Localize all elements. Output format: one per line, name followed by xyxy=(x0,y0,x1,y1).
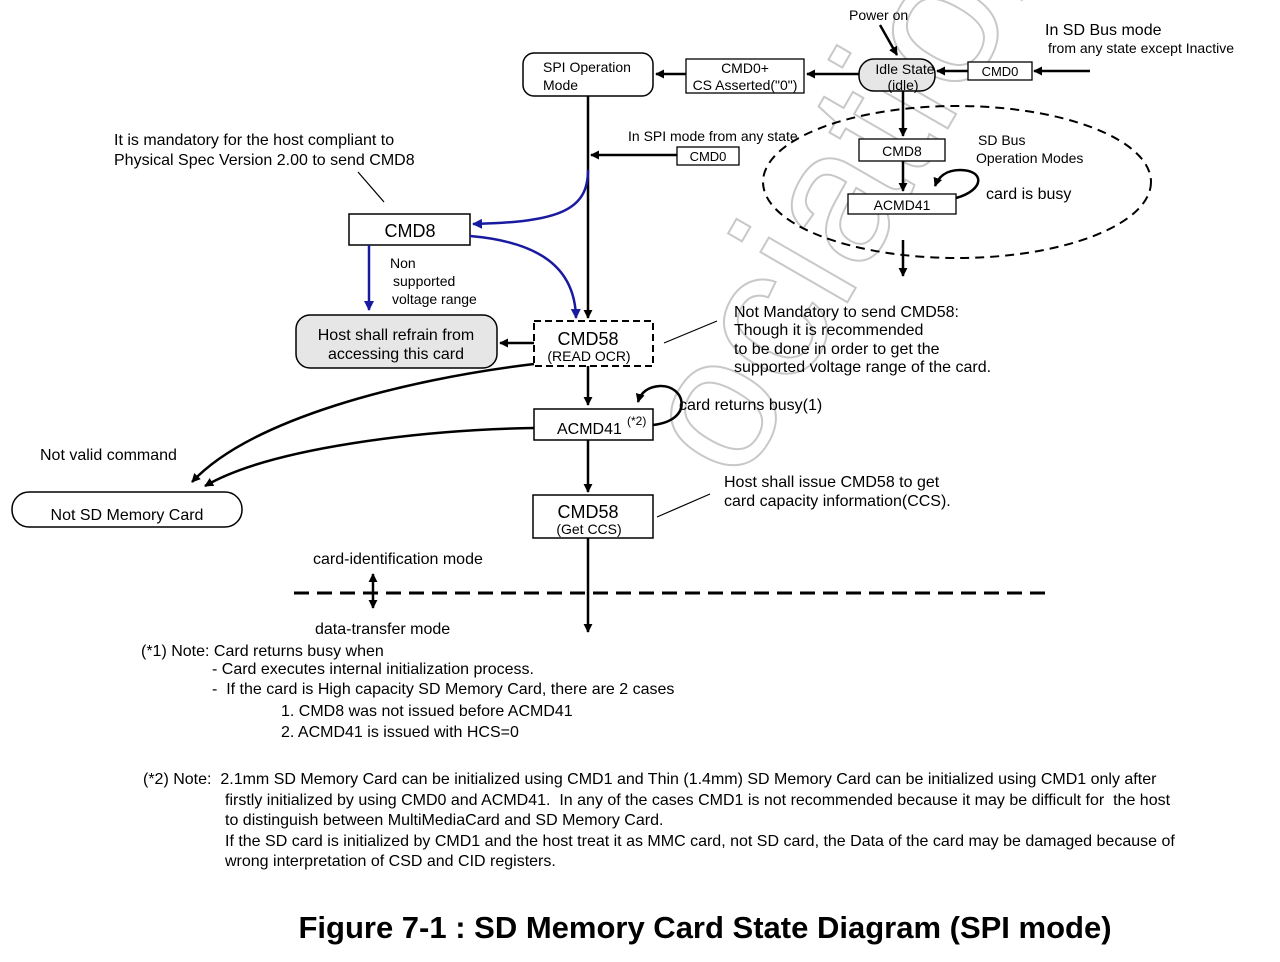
cmd8-sd-label: CMD8 xyxy=(882,143,922,159)
cmd8-to-cmd58-arrow xyxy=(469,234,581,319)
note1-line3: - If the card is High capacity SD Memory… xyxy=(212,681,675,698)
note2-line4: If the SD card is initialized by CMD1 an… xyxy=(225,833,1175,850)
non-supported-line3: voltage range xyxy=(392,291,477,307)
not-mandatory-line1: Not Mandatory to send CMD58: xyxy=(734,304,959,321)
not-mandatory-leader xyxy=(663,320,718,344)
card-returns-busy-label: card returns busy(1) xyxy=(679,397,822,414)
not-mandatory-line4: supported voltage range of the card. xyxy=(734,359,991,376)
spi-any-state-label: In SPI mode from any state xyxy=(628,128,798,144)
card-busy-loop-arrow xyxy=(933,168,980,200)
trunk-to-cmd8-arrow xyxy=(472,169,590,229)
cmd0-spi-label: CMD0 xyxy=(690,149,727,164)
note2-line3: to distinguish between MultiMediaCard an… xyxy=(225,812,664,829)
not-valid-command-label: Not valid command xyxy=(40,447,177,464)
cmd0-cs-label: CMD0+ xyxy=(721,60,769,76)
note2-line2: firstly initialized by using CMD0 and AC… xyxy=(225,792,1171,809)
power-on-arrow xyxy=(878,24,899,56)
cmd0-cs-sublabel: CS Asserted("0") xyxy=(693,77,798,93)
host-issue-line2: card capacity information(CCS). xyxy=(724,493,951,510)
cmd58-read-ocr-box xyxy=(533,320,654,367)
acmd41-invalid-arrow xyxy=(204,426,535,488)
not-sd-memory-card-label: Not SD Memory Card xyxy=(51,507,204,524)
card-identification-mode-label: card-identification mode xyxy=(313,551,483,568)
cmd8-main-label: CMD8 xyxy=(384,221,435,241)
cmd58-read-ocr-label: CMD58 xyxy=(557,329,618,349)
note1-line5: 2. ACMD41 is issued with HCS=0 xyxy=(281,724,519,741)
mandatory-note-line2: Physical Spec Version 2.00 to send CMD8 xyxy=(114,152,415,169)
sd-bus-op-label: SD Bus xyxy=(978,132,1025,148)
not-sd-memory-card-box xyxy=(11,491,243,528)
host-issue-leader xyxy=(656,493,711,518)
cmd58-get-ccs-label: CMD58 xyxy=(557,502,618,522)
mandatory-note-line1: It is mandatory for the host compliant t… xyxy=(114,132,394,149)
sd-bus-modes-ellipse xyxy=(762,105,1152,259)
spi-op-sublabel: Mode xyxy=(543,77,578,93)
note1-line4: 1. CMD8 was not issued before ACMD41 xyxy=(281,703,573,720)
note1-line1: (*1) Note: Card returns busy when xyxy=(141,643,384,660)
idle-state-sublabel: (idle) xyxy=(887,77,918,93)
from-any-state-label: from any state except Inactive xyxy=(1048,40,1234,56)
acmd41-sd-label: ACMD41 xyxy=(874,197,931,213)
note2-line1: (*2) Note: 2.1mm SD Memory Card can be i… xyxy=(143,771,1157,788)
host-refrain-line2: accessing this card xyxy=(328,346,464,363)
spi-op-label: SPI Operation xyxy=(543,59,631,75)
figure-caption: Figure 7-1 : SD Memory Card State Diagra… xyxy=(298,910,1112,945)
acmd41-main-label: ACMD41 xyxy=(557,421,622,438)
power-on-label: Power on xyxy=(849,7,908,23)
non-supported-line2: supported xyxy=(393,273,455,289)
not-mandatory-line2: Though it is recommended xyxy=(734,322,923,339)
idle-state-label: Idle State xyxy=(875,61,934,77)
non-supported-line1: Non xyxy=(390,255,416,271)
host-refrain-box xyxy=(295,314,498,369)
note1-line2: - Card executes internal initialization … xyxy=(212,661,534,678)
cmd58-get-ccs-box xyxy=(532,494,654,539)
not-mandatory-line3: to be done in order to get the xyxy=(734,341,940,358)
cmd58-invalid-arrow xyxy=(191,362,535,483)
cmd58-read-ocr-sublabel: (READ OCR) xyxy=(547,348,630,364)
data-transfer-mode-label: data-transfer mode xyxy=(315,621,450,638)
host-refrain-line1: Host shall refrain from xyxy=(318,327,475,344)
card-is-busy-label: card is busy xyxy=(986,186,1071,203)
sd-bus-op-sublabel: Operation Modes xyxy=(976,150,1083,166)
mandatory-note-leader xyxy=(357,171,385,203)
cmd8-main-box xyxy=(348,213,471,246)
note2-line5: wrong interpretation of CSD and CID regi… xyxy=(225,853,556,870)
cmd0-top-label: CMD0 xyxy=(982,64,1019,79)
sd-bus-mode-label: In SD Bus mode xyxy=(1045,22,1162,39)
card-returns-busy-loop xyxy=(635,384,683,427)
acmd41-main-box xyxy=(533,408,654,441)
acmd41-sd-box xyxy=(847,193,957,215)
cmd0-cs-box xyxy=(685,58,805,94)
acmd41-note-ref: (*2) xyxy=(627,414,646,428)
cmd58-get-ccs-sublabel: (Get CCS) xyxy=(556,521,621,537)
host-issue-line1: Host shall issue CMD58 to get xyxy=(724,474,940,491)
